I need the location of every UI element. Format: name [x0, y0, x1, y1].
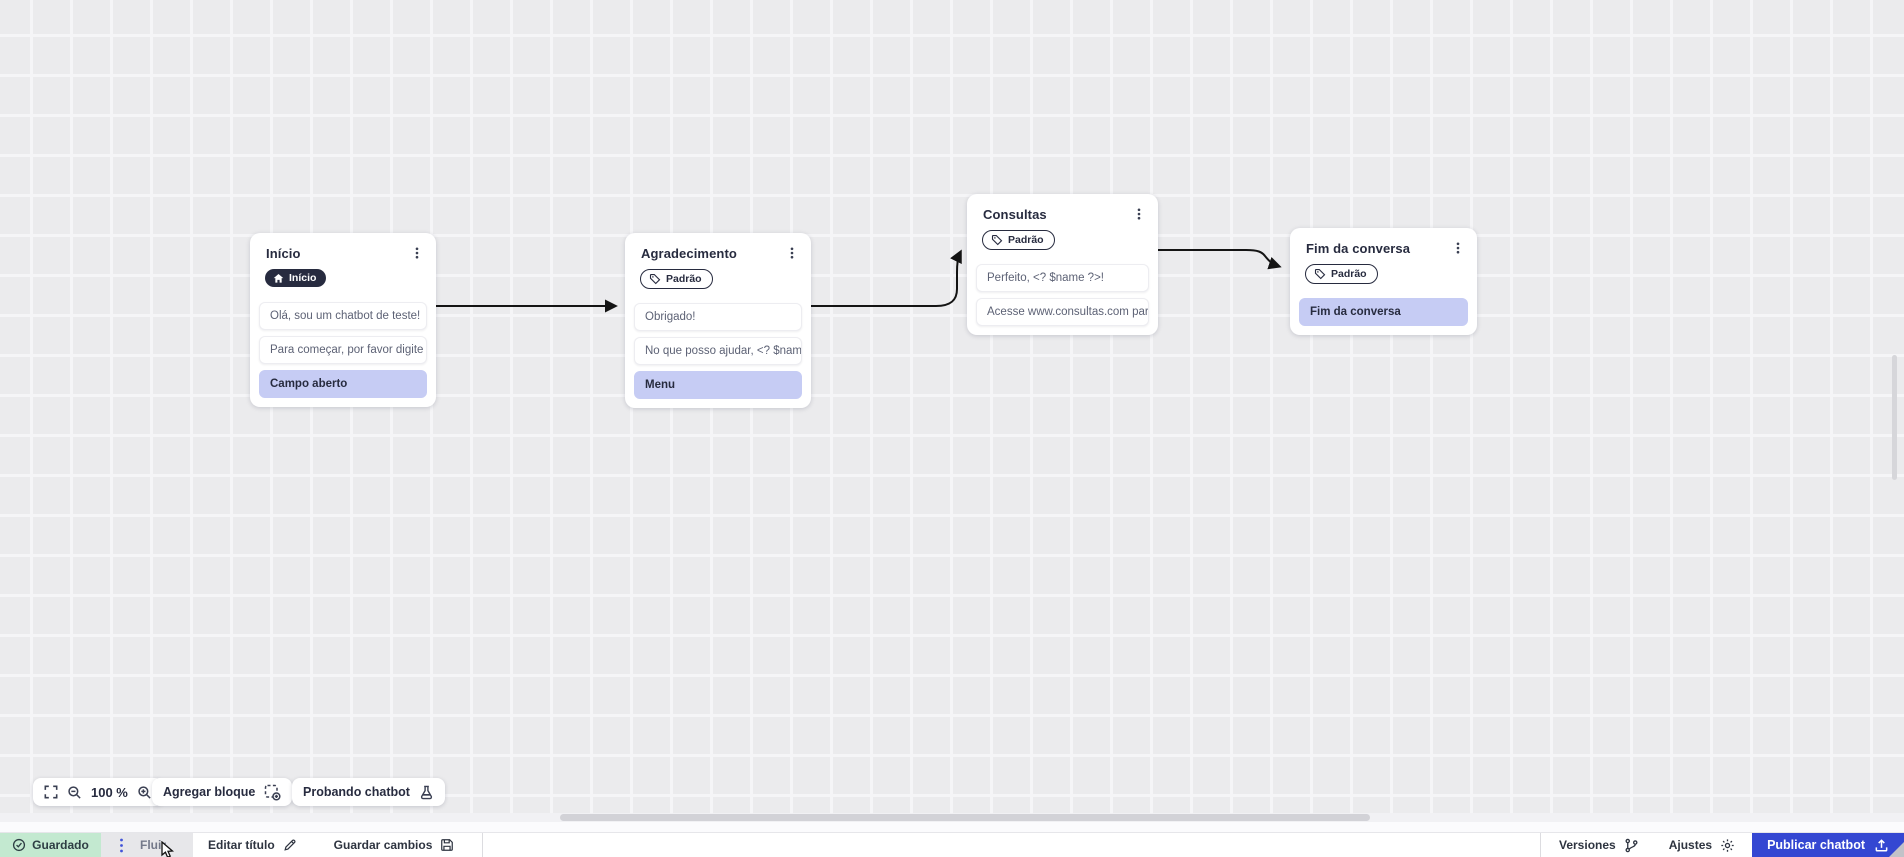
add-block-icon	[264, 784, 281, 801]
flow-node-inicio[interactable]: Início Início Olá, sou um chatbot de tes…	[250, 233, 436, 407]
tab-flow[interactable]: Fluir	[101, 833, 193, 857]
gear-icon	[1720, 838, 1735, 853]
statusbar-divider	[482, 833, 484, 857]
node-type-badge: Padrão	[982, 230, 1055, 250]
zoom-out-icon[interactable]	[67, 785, 82, 800]
message-card[interactable]: Acesse www.consultas.com par...	[976, 298, 1149, 326]
end-card[interactable]: Fim da conversa	[1299, 298, 1468, 326]
flask-icon	[419, 785, 434, 800]
vertical-scrollbar-thumb[interactable]	[1892, 355, 1897, 480]
node-title: Início	[266, 245, 301, 261]
message-card[interactable]: Para começar, por favor digite o ...	[259, 335, 427, 364]
node-menu-icon[interactable]	[783, 244, 801, 262]
status-bar: Guardado Fluir Editar título Guardar cam…	[0, 832, 1904, 857]
test-chatbot-button[interactable]: Probando chatbot	[292, 778, 445, 806]
zoom-in-icon[interactable]	[137, 785, 152, 800]
window-corner	[1889, 842, 1904, 857]
check-circle-icon	[12, 838, 26, 852]
node-title: Fim da conversa	[1306, 240, 1411, 256]
node-type-badge: Início	[265, 269, 327, 287]
pencil-icon	[283, 838, 297, 852]
flow-node-agradecimento[interactable]: Agradecimento Padrão Obrigado! No que po…	[625, 233, 811, 408]
upload-icon	[1874, 838, 1889, 853]
node-menu-icon[interactable]	[408, 244, 426, 262]
flow-canvas[interactable]	[0, 0, 1904, 822]
tag-icon	[1314, 268, 1326, 280]
canvas-bottom-strip	[0, 822, 1904, 832]
save-changes-button[interactable]: Guardar cambios	[334, 833, 455, 857]
versions-button[interactable]: Versiones	[1559, 833, 1639, 857]
tag-icon	[991, 234, 1003, 246]
tag-icon	[649, 273, 661, 285]
menu-card[interactable]: Menu	[634, 371, 802, 399]
node-type-badge: Padrão	[640, 269, 713, 289]
statusbar-spacer	[483, 833, 1540, 857]
node-title: Agradecimento	[641, 245, 737, 261]
save-icon	[440, 838, 454, 852]
home-icon	[273, 273, 284, 284]
edit-title-button[interactable]: Editar título	[208, 833, 297, 857]
node-menu-icon[interactable]	[1449, 239, 1467, 257]
add-block-button[interactable]: Agregar bloque	[152, 778, 293, 806]
settings-button[interactable]: Ajustes	[1669, 833, 1735, 857]
horizontal-scrollbar-thumb[interactable]	[560, 814, 1370, 821]
message-card[interactable]: Olá, sou um chatbot de teste!	[259, 301, 427, 330]
zoom-level: 100 %	[91, 784, 128, 800]
fullscreen-icon[interactable]	[44, 785, 58, 799]
open-field-card[interactable]: Campo aberto	[259, 369, 427, 398]
branch-icon	[1624, 838, 1639, 853]
flow-node-consultas[interactable]: Consultas Padrão Perfeito, <? $name ?>! …	[967, 194, 1158, 335]
tab-flow-label: Fluir	[140, 838, 166, 852]
flow-node-fim[interactable]: Fim da conversa Padrão Fim da conversa	[1290, 228, 1477, 335]
message-card[interactable]: Perfeito, <? $name ?>!	[976, 264, 1149, 292]
zoom-toolbar: 100 %	[33, 778, 163, 806]
saved-status: Guardado	[0, 833, 101, 857]
message-card[interactable]: Obrigado!	[634, 303, 802, 331]
publish-chatbot-button[interactable]: Publicar chatbot	[1752, 833, 1904, 857]
message-card[interactable]: No que posso ajudar, <? $name ...	[634, 337, 802, 365]
node-type-badge: Padrão	[1305, 264, 1378, 284]
node-title: Consultas	[983, 206, 1047, 222]
drag-dots-icon[interactable]	[119, 838, 124, 853]
statusbar-divider	[1540, 833, 1541, 857]
node-menu-icon[interactable]	[1130, 205, 1148, 223]
